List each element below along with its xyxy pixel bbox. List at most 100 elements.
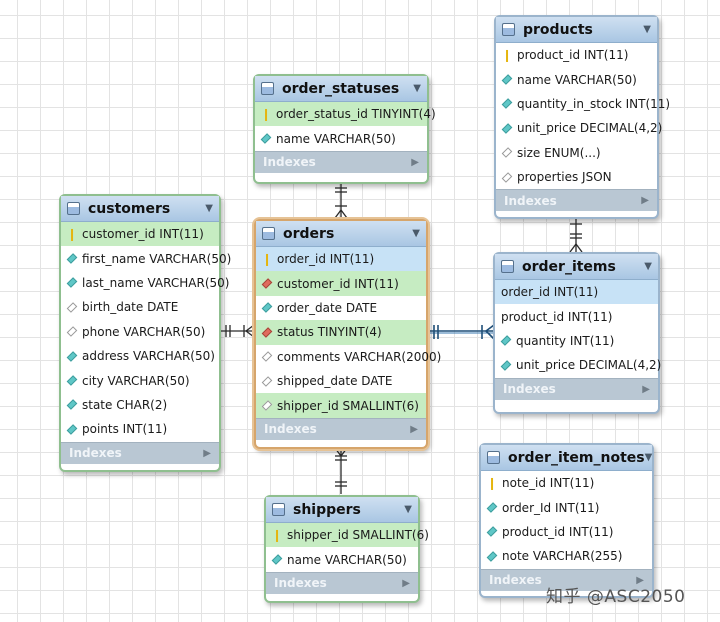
table-shippers[interactable]: shippers ▼ ❙shipper_id SMALLINT(6)name V… — [264, 495, 429, 603]
not-null-column-icon — [271, 554, 283, 565]
not-null-column-icon — [486, 526, 498, 538]
column-row[interactable]: quantity INT(11) — [495, 329, 658, 353]
table-header[interactable]: order_statuses ▼ — [255, 76, 427, 102]
table-order-item-notes[interactable]: order_item_notes ▼ ❙note_id INT(11)order… — [479, 443, 654, 598]
not-null-column-icon — [66, 350, 78, 362]
primary-key-icon: ❙ — [261, 252, 273, 267]
not-null-column-icon — [260, 133, 272, 144]
column-label: order_id INT(11) — [501, 285, 599, 300]
column-row[interactable]: state CHAR(2) — [61, 393, 219, 417]
indexes-bar[interactable]: Indexes ▶ — [256, 417, 426, 440]
column-label: comments VARCHAR(2000) — [277, 349, 442, 364]
indexes-label: Indexes — [274, 576, 327, 591]
chevron-down-icon[interactable]: ▼ — [644, 261, 652, 272]
column-row[interactable]: city VARCHAR(50) — [61, 368, 219, 392]
table-header[interactable]: customers ▼ — [61, 196, 219, 222]
table-title: order_items — [522, 258, 616, 275]
column-row[interactable]: properties JSON — [496, 165, 657, 189]
column-row[interactable]: ❙shipper_id SMALLINT(6) — [266, 523, 429, 548]
column-row[interactable]: shipped_date DATE — [256, 369, 426, 393]
table-icon — [272, 503, 285, 516]
column-label: product_id INT(11) — [517, 48, 629, 63]
column-label: status TINYINT(4) — [277, 325, 382, 340]
table-products[interactable]: products ▼ ❙product_id INT(11)name VARCH… — [494, 15, 670, 219]
column-row[interactable]: phone VARCHAR(50) — [61, 320, 219, 344]
column-row[interactable]: quantity_in_stock INT(11) — [496, 92, 670, 116]
column-row[interactable]: first_name VARCHAR(50) — [61, 246, 231, 270]
column-row[interactable]: address VARCHAR(50) — [61, 344, 219, 368]
table-order-items[interactable]: order_items ▼ order_id INT(11) product_id… — [493, 252, 661, 414]
link-orders-order-items[interactable] — [428, 324, 495, 340]
column-row[interactable]: customer_id INT(11) — [256, 271, 426, 296]
column-row[interactable]: ❙product_id INT(11) — [496, 43, 657, 67]
expand-arrow-icon[interactable]: ▶ — [641, 195, 649, 207]
chevron-down-icon[interactable]: ▼ — [413, 83, 421, 94]
table-customers[interactable]: customers ▼ ❙customer_id INT(11) first_na… — [59, 194, 231, 472]
column-row[interactable]: status TINYINT(4) — [256, 320, 426, 345]
link-customers-orders[interactable] — [220, 324, 255, 338]
column-label: customer_id INT(11) — [277, 276, 399, 291]
table-header[interactable]: order_items ▼ — [495, 254, 658, 280]
column-label: product_id INT(11) — [501, 309, 613, 324]
chevron-down-icon[interactable]: ▼ — [644, 452, 653, 463]
expand-arrow-icon[interactable]: ▶ — [642, 383, 650, 395]
indexes-bar[interactable]: Indexes ▶ — [266, 571, 418, 594]
indexes-bar[interactable]: Indexes ▶ — [495, 377, 658, 400]
column-row[interactable]: ❙order_id INT(11) — [256, 247, 426, 272]
chevron-down-icon[interactable]: ▼ — [205, 203, 213, 214]
column-row[interactable]: size ENUM(...) — [496, 141, 657, 165]
nullable-column-icon — [501, 171, 513, 183]
column-row[interactable]: order_Id INT(11) — [481, 495, 652, 519]
column-row[interactable]: last_name VARCHAR(50) — [61, 271, 229, 295]
not-null-column-icon — [66, 375, 78, 386]
column-row[interactable]: name VARCHAR(50) — [266, 547, 418, 571]
table-header[interactable]: orders ▼ — [256, 221, 426, 247]
link-orders-shippers[interactable] — [334, 447, 348, 494]
column-row[interactable]: order_id INT(11) — [495, 280, 658, 305]
chevron-down-icon[interactable]: ▼ — [643, 24, 651, 35]
column-row[interactable]: unit_price DECIMAL(4,2) — [496, 116, 662, 140]
column-label: unit_price DECIMAL(4,2) — [517, 121, 663, 136]
primary-key-icon: ❙ — [260, 107, 272, 122]
column-row[interactable]: product_id INT(11) — [481, 520, 652, 544]
column-row[interactable]: birth_date DATE — [61, 295, 219, 319]
column-label: address VARCHAR(50) — [82, 349, 215, 364]
indexes-bar[interactable]: Indexes ▶ — [61, 441, 219, 464]
column-row[interactable]: product_id INT(11) — [495, 304, 658, 328]
expand-arrow-icon[interactable]: ▶ — [402, 577, 410, 589]
table-icon — [67, 202, 80, 215]
table-header[interactable]: order_item_notes ▼ — [481, 445, 652, 471]
table-title: orders — [283, 225, 335, 242]
table-orders[interactable]: orders ▼ ❙order_id INT(11) customer_id IN… — [254, 219, 441, 449]
link-order-statuses-orders[interactable] — [334, 182, 348, 219]
expand-arrow-icon[interactable]: ▶ — [203, 447, 211, 459]
expand-arrow-icon[interactable]: ▶ — [636, 574, 644, 586]
indexes-bar[interactable]: Indexes ▶ — [496, 189, 657, 212]
link-products-order-items[interactable] — [569, 218, 583, 253]
chevron-down-icon[interactable]: ▼ — [404, 504, 412, 515]
column-row[interactable]: ❙note_id INT(11) — [481, 471, 652, 495]
column-row[interactable]: ❙ order_status_id TINYINT(4) — [255, 102, 436, 127]
column-row[interactable]: name VARCHAR(50) — [496, 67, 657, 91]
column-row[interactable]: name VARCHAR(50) — [255, 126, 427, 150]
indexes-bar[interactable]: Indexes ▶ — [255, 150, 427, 173]
table-header[interactable]: shippers ▼ — [266, 497, 418, 523]
column-row[interactable]: order_date DATE — [256, 296, 426, 320]
column-row[interactable]: ❙customer_id INT(11) — [61, 222, 219, 247]
table-header[interactable]: products ▼ — [496, 17, 657, 43]
table-order-statuses[interactable]: order_statuses ▼ ❙ order_status_id TINYIN… — [253, 74, 436, 184]
indexes-label: Indexes — [263, 155, 316, 170]
foreign-key-icon — [261, 278, 273, 289]
column-row[interactable]: points INT(11) — [61, 417, 219, 441]
column-row[interactable]: comments VARCHAR(2000) — [256, 345, 441, 369]
expand-arrow-icon[interactable]: ▶ — [411, 156, 419, 168]
column-row[interactable]: unit_price DECIMAL(4,2) — [495, 353, 661, 377]
column-label: order_status_id TINYINT(4) — [276, 107, 436, 122]
indexes-bar[interactable]: Indexes ▶ — [481, 568, 652, 591]
expand-arrow-icon[interactable]: ▶ — [410, 423, 418, 435]
chevron-down-icon[interactable]: ▼ — [412, 228, 420, 239]
column-row[interactable]: note VARCHAR(255) — [481, 544, 652, 568]
column-label: first_name VARCHAR(50) — [82, 251, 232, 266]
column-row[interactable]: shipper_id SMALLINT(6) — [256, 393, 426, 418]
